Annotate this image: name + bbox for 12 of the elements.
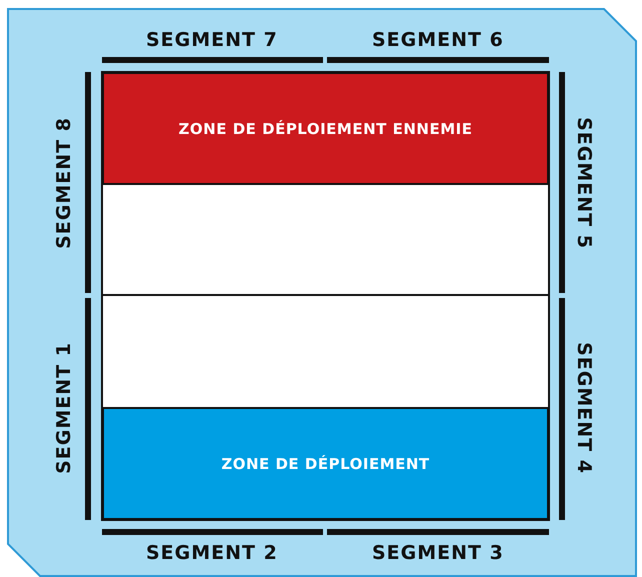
segment-label: SEGMENT 3 — [372, 542, 504, 564]
segment-label: SEGMENT 6 — [372, 29, 504, 51]
segment-label: SEGMENT 1 — [52, 342, 75, 474]
zone-label: ZONE DE DÉPLOIEMENT — [221, 454, 430, 472]
segment-label: SEGMENT 8 — [52, 117, 75, 249]
segment-label: SEGMENT 2 — [146, 542, 278, 564]
segment-label: SEGMENT 4 — [572, 342, 595, 474]
segment-label: SEGMENT 5 — [572, 117, 595, 249]
deployment-zone — [102, 407, 549, 520]
segment-label: SEGMENT 7 — [146, 29, 278, 51]
zone-label: ZONE DE DÉPLOIEMENT ENNEMIE — [178, 120, 472, 138]
enemy-deployment-zone — [102, 72, 549, 185]
